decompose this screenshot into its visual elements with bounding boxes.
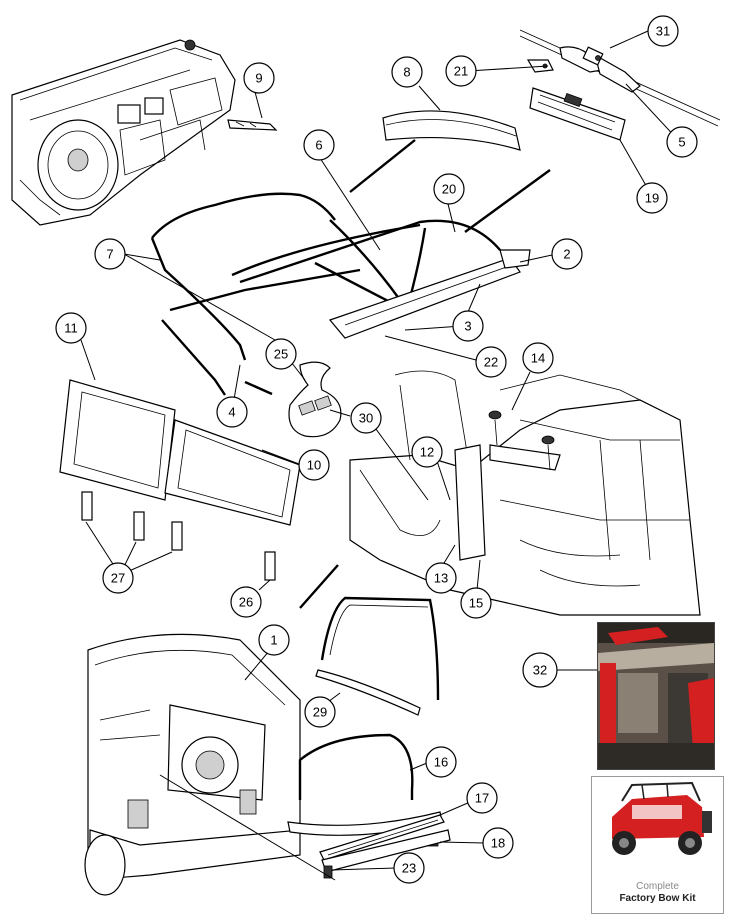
callout-label: 27 — [111, 571, 125, 586]
callout-label: 5 — [678, 135, 685, 150]
callout-1: 1 — [258, 624, 290, 656]
callout-label: 15 — [469, 596, 483, 611]
part-17-illustration — [319, 814, 445, 861]
callout-label: 22 — [484, 355, 498, 370]
bow-frame-illustration — [150, 192, 531, 396]
callout-label: 21 — [454, 64, 468, 79]
photo-roll-bar-interior — [597, 622, 715, 770]
part-10-illustration — [164, 419, 301, 526]
photo-complete-bow-kit: Complete Factory Bow Kit — [591, 776, 724, 914]
callout-label: 7 — [106, 247, 113, 262]
callout-29: 29 — [304, 696, 336, 728]
callout-3: 3 — [452, 310, 484, 342]
callout-label: 26 — [239, 595, 253, 610]
callout-label: 19 — [645, 191, 659, 206]
callout-13: 14 — [522, 342, 554, 374]
dashboard-illustration — [11, 39, 236, 226]
callout-label: 17 — [475, 791, 489, 806]
callout-18: 18 — [482, 827, 514, 859]
callout-label: 30 — [359, 411, 373, 426]
part-9-illustration — [227, 119, 278, 131]
callout-label: 31 — [656, 24, 670, 39]
callout-30: 30 — [350, 402, 382, 434]
part-29-illustration — [315, 596, 440, 716]
part-25-illustration — [288, 361, 342, 438]
bow-kit-photo-illustration — [592, 777, 723, 877]
callout-27: 27 — [102, 562, 134, 594]
callout-label: 2 — [563, 247, 570, 262]
part-16-illustration — [287, 733, 443, 836]
part-23-illustration — [321, 829, 451, 879]
callout-label: 29 — [313, 705, 327, 720]
callout-17: 17 — [466, 782, 498, 814]
jeep-rear-illustration — [84, 633, 301, 896]
callout-label: 12 — [420, 445, 434, 460]
callout-16: 16 — [425, 746, 457, 778]
callout-25: 25 — [265, 338, 297, 370]
callout-8: 8 — [391, 56, 423, 88]
callout-12: 12 — [411, 436, 443, 468]
callout-22: 22 — [475, 346, 507, 378]
kit-caption-line1: Complete — [636, 881, 679, 892]
callout-10: 10 — [298, 449, 330, 481]
callout-label: 9 — [255, 71, 262, 86]
callout-26: 26 — [230, 586, 262, 618]
callout-21: 21 — [445, 55, 477, 87]
callout-label: 8 — [403, 65, 410, 80]
callout-6: 6 — [303, 129, 335, 161]
callout-label: 16 — [434, 755, 448, 770]
interior-photo-illustration — [598, 623, 714, 769]
callout-15: 15 — [460, 587, 492, 619]
rear-body-illustration — [349, 370, 701, 616]
callout-9: 9 — [243, 62, 275, 94]
callout-23: 23 — [393, 852, 425, 884]
callout-label: 1 — [270, 633, 277, 648]
callout-label: 6 — [315, 138, 322, 153]
callout-label: 13 — [434, 571, 448, 586]
callout-19: 19 — [636, 182, 668, 214]
callout-label: 3 — [464, 319, 471, 334]
kit-caption-line2: Factory Bow Kit — [619, 893, 696, 904]
callout-4: 4 — [216, 396, 248, 428]
callout-label: 32 — [533, 663, 547, 678]
callout-7: 7 — [94, 238, 126, 270]
top-bar-illustration — [519, 29, 721, 127]
leader-lines — [80, 30, 681, 881]
callout-2: 2 — [551, 238, 583, 270]
callout-label: 4 — [228, 405, 235, 420]
callout-label: 20 — [442, 182, 456, 197]
part-26-illustration — [264, 551, 276, 581]
callout-label: 10 — [307, 458, 321, 473]
part-19-illustration — [529, 87, 626, 141]
callout-32: 32 — [522, 652, 558, 688]
callout-5: 5 — [666, 126, 698, 158]
callout-14: 13 — [425, 562, 457, 594]
callout-label: 25 — [274, 347, 288, 362]
callout-11: 11 — [55, 312, 87, 344]
part-27-illustration — [81, 491, 183, 551]
callout-label: 14 — [531, 351, 545, 366]
callout-label: 18 — [491, 836, 505, 851]
part-11-illustration — [59, 379, 176, 501]
callout-31: 31 — [647, 15, 679, 47]
part-8-illustration — [382, 110, 521, 151]
callout-20: 20 — [433, 173, 465, 205]
callout-label: 11 — [64, 321, 78, 336]
callout-label: 23 — [402, 861, 416, 876]
